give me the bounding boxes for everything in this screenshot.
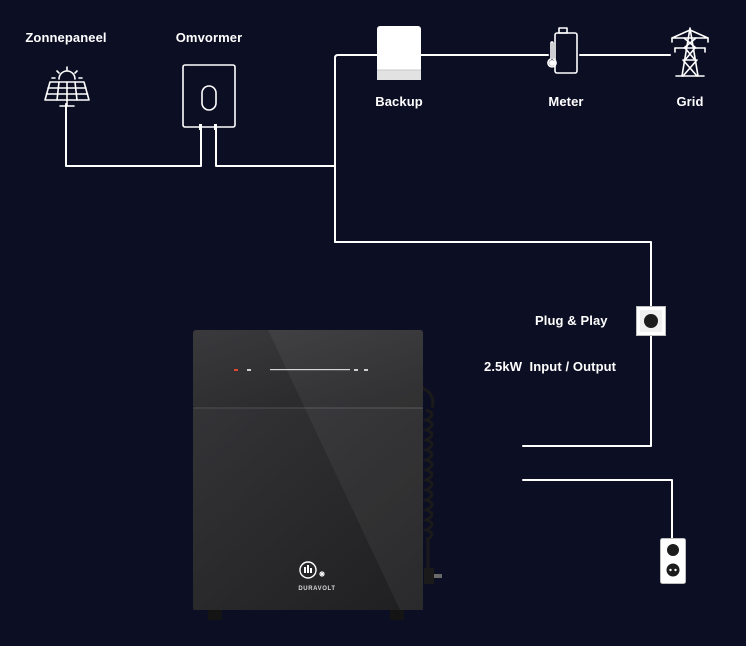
label-io-rating: 2.5kW Input / Output bbox=[484, 359, 617, 374]
line-inverter-to-trunk bbox=[215, 129, 336, 167]
line-battery-to-outlet bbox=[522, 479, 673, 541]
label-plug-and-play: Plug & Play bbox=[535, 313, 608, 328]
backup-box-icon bbox=[377, 26, 421, 80]
label-backup: Backup bbox=[375, 94, 423, 109]
power-pylon-icon bbox=[671, 27, 709, 77]
power-outlet-icon bbox=[660, 538, 686, 584]
battery-device bbox=[193, 330, 442, 620]
device-brand-label: DURAVOLT bbox=[298, 586, 336, 592]
label-meter: Meter bbox=[548, 94, 584, 109]
meter-thermometer-icon bbox=[547, 27, 578, 74]
label-grid: Grid bbox=[676, 94, 704, 109]
line-trunk-to-battery bbox=[334, 165, 652, 447]
inverter-icon bbox=[182, 64, 236, 130]
solar-panel-icon bbox=[44, 66, 90, 107]
wall-socket-icon bbox=[636, 306, 666, 336]
line-trunk-to-backup bbox=[334, 54, 378, 243]
line-solar-to-inverter bbox=[65, 103, 202, 167]
label-solar-panel: Zonnepaneel bbox=[25, 30, 107, 45]
label-inverter: Omvormer bbox=[175, 30, 243, 45]
